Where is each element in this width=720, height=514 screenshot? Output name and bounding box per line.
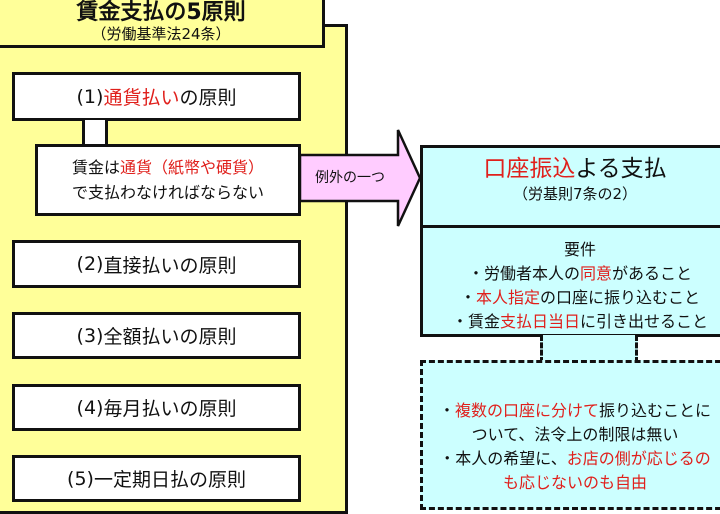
principle-4: (4)毎月払いの原則 [12, 384, 301, 431]
detail-text: 賃金は [71, 158, 120, 177]
arrow-label: 例外の一つ [315, 170, 385, 186]
note-line: ついて、法令上の制限は無い [471, 425, 679, 444]
connector [82, 120, 108, 147]
requirement-item: ・賃金支払日当日に引き出せること [451, 312, 709, 331]
bank-transfer-header: 口座振込よる支払 （労基則7条の2） [423, 155, 720, 228]
principle-num: (5) [67, 467, 94, 490]
principle-text: 全額払いの原則 [103, 326, 237, 348]
dashed-connector [540, 335, 638, 363]
requirement-item: ・労働者本人の同意があること [467, 264, 693, 283]
principle-3: (3)全額払いの原則 [12, 312, 301, 359]
principle-text: 毎月払いの原則 [103, 398, 237, 420]
title-box: 賃金支払の5原則 （労働基準法24条） [0, 0, 325, 48]
principle-1-detail: 賃金は通貨（紙幣や硬貨） で支払わなければならない [35, 144, 301, 216]
title-rest: よる支払 [575, 156, 667, 182]
principle-rest: の原則 [179, 87, 237, 109]
principle-text: 一定期日払の原則 [93, 469, 246, 491]
principle-num: (2) [76, 253, 104, 275]
note-line: ・複数の口座に分けて振り込むことに [438, 401, 712, 420]
requirements-label: 要件 [563, 240, 596, 259]
detail-text-2: で支払わなければならない [71, 183, 264, 202]
principle-1: (1)通貨払いの原則 [12, 72, 301, 121]
principle-2: (2)直接払いの原則 [12, 240, 301, 288]
page-subtitle: （労働基準法24条） [91, 25, 231, 43]
requirement-item: ・本人指定の口座に振り込むこと [459, 288, 701, 307]
title-highlight: 口座振込 [483, 156, 576, 182]
principle-num: (3) [76, 324, 104, 347]
page-title: 賃金支払の5原則 [76, 0, 246, 25]
detail-highlight: 通貨（紙幣や硬貨） [120, 158, 265, 177]
note-line: も応じないのも自由 [502, 473, 647, 492]
principle-text: 直接払いの原則 [103, 254, 237, 277]
note-line: ・本人の希望に、お店の側が応じるの [439, 449, 711, 468]
principle-highlight: 通貨払い [103, 87, 180, 109]
bank-transfer-subtitle: （労基則7条の2） [512, 185, 638, 203]
notes-box: ・複数の口座に分けて振り込むことに ついて、法令上の制限は無い ・本人の希望に、… [420, 360, 720, 510]
requirements: 要件 ・労働者本人の同意があること ・本人指定の口座に振り込むこと ・賃金支払日… [423, 228, 720, 334]
principle-5: (5)一定期日払の原則 [12, 455, 301, 502]
principle-num: (4) [76, 396, 104, 419]
exception-arrow [298, 129, 422, 227]
bank-transfer-box: 口座振込よる支払 （労基則7条の2） 要件 ・労働者本人の同意があること ・本人… [420, 145, 720, 337]
arrow-shape [298, 129, 422, 227]
principle-num: (1) [76, 85, 104, 108]
